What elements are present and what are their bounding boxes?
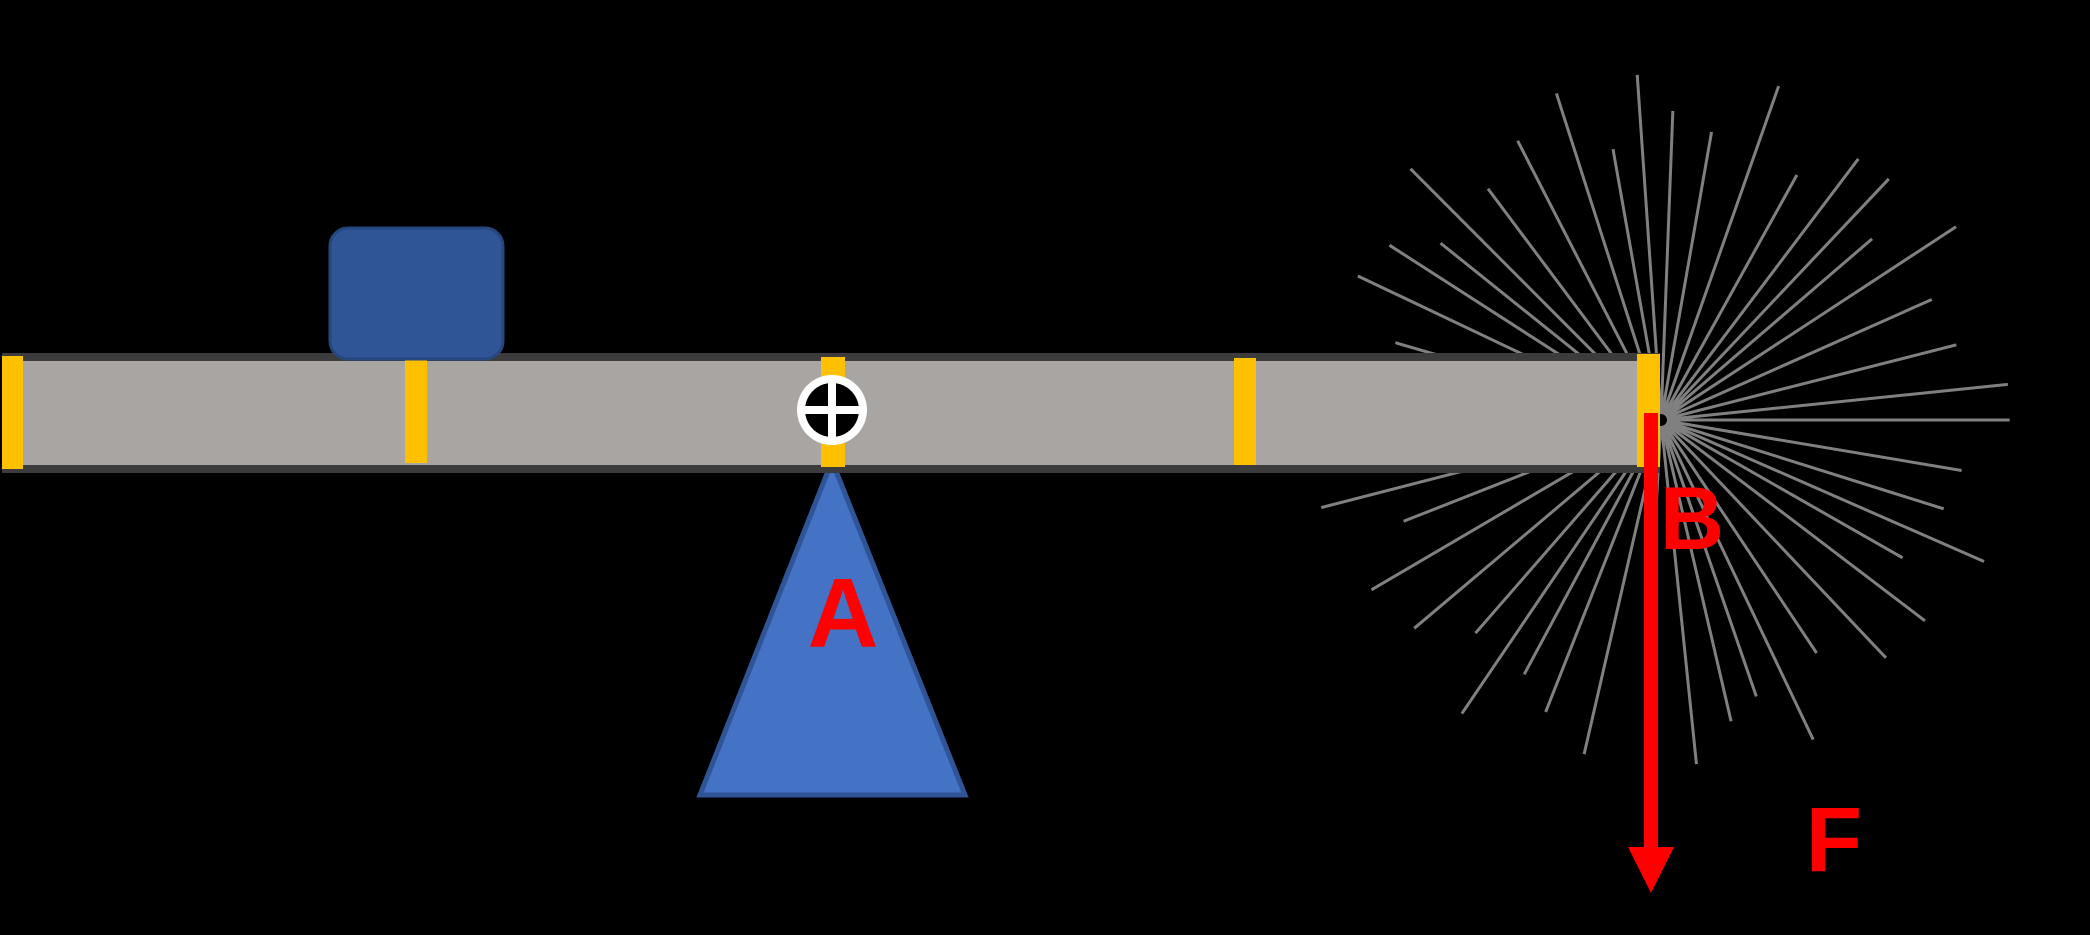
ray-line [1544, 425, 1661, 713]
mass-block [328, 226, 505, 361]
force-arrow-head [1628, 847, 1674, 893]
ray-line [1660, 131, 1714, 415]
center-of-mass-icon [797, 375, 867, 445]
fulcrum-triangle [696, 454, 969, 798]
label-end-b: B [1660, 468, 1724, 568]
ray-line [1666, 420, 1945, 511]
force-arrow-shaft [1644, 413, 1658, 852]
ray-line [1661, 85, 1781, 415]
ray-line [1664, 423, 1888, 659]
ray-line [1460, 424, 1659, 715]
ray-line [1659, 110, 1675, 415]
ray-line [1663, 157, 1860, 417]
ray-line [1665, 421, 1985, 563]
ray-line [1664, 177, 1890, 417]
ray-line [1665, 298, 1933, 419]
ray-line [1666, 382, 2009, 421]
beam-marker-left-end [2, 356, 23, 469]
ray-line [1666, 419, 1962, 472]
ray-line [1666, 343, 1957, 420]
ray-line [1665, 421, 1904, 560]
ray-line [1662, 424, 1815, 741]
ray-line [1660, 425, 1733, 722]
label-force-f: F [1806, 789, 1862, 891]
ray-line [1664, 422, 1926, 622]
ray-line [1661, 425, 1758, 697]
beam-marker-quarter [405, 360, 427, 463]
ray-line [1664, 237, 1874, 418]
beam-marker-three-quarter [1234, 358, 1256, 465]
ray-line [1665, 225, 1957, 418]
ray-line [1662, 174, 1799, 416]
label-fulcrum-a: A [808, 558, 879, 668]
ray-line [1660, 425, 1698, 765]
ray-line [1663, 424, 1818, 654]
